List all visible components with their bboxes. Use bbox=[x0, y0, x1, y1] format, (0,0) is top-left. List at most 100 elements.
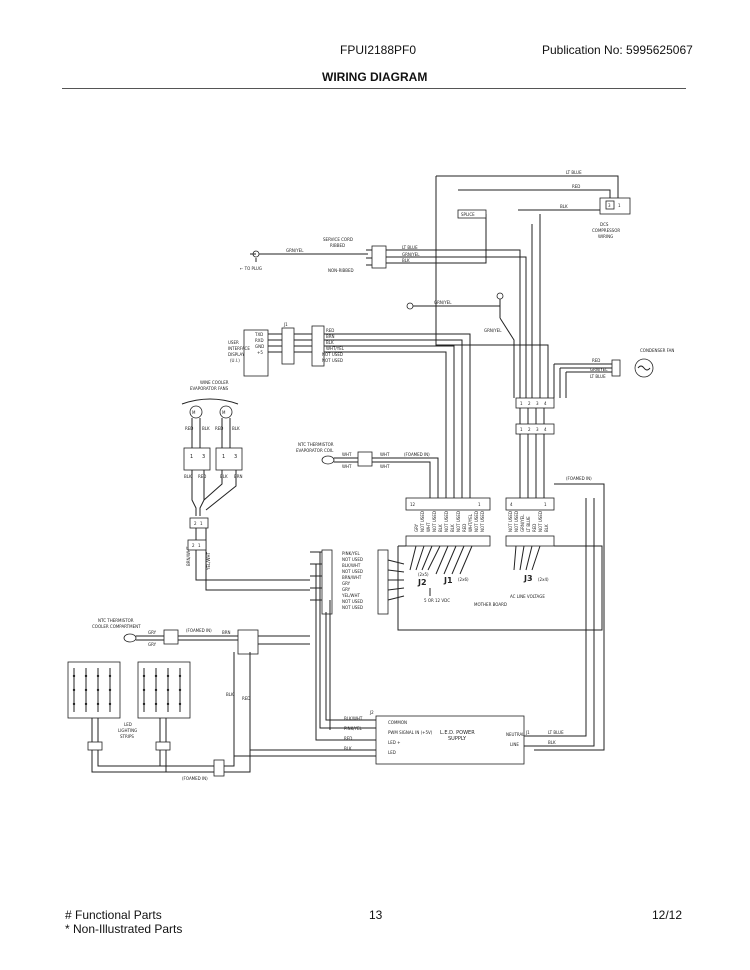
svg-text:WHT/YEL: WHT/YEL bbox=[468, 513, 473, 532]
cooler-gry-2: GRY bbox=[148, 642, 157, 647]
led-strips-line-1: LED bbox=[124, 722, 132, 727]
ui-pin-txd: TXD bbox=[254, 332, 263, 337]
svg-text:1: 1 bbox=[544, 502, 547, 507]
led-j2-label: J2 bbox=[369, 710, 374, 715]
evap-wht-3: WHT bbox=[380, 452, 390, 457]
svg-text:NOT USED: NOT USED bbox=[480, 511, 485, 532]
led-strips: LED LIGHTING STRIPS BLK RED (FOAMED IN) bbox=[67, 652, 251, 781]
svg-text:GRN/YEL: GRN/YEL bbox=[590, 367, 608, 372]
ui-wire-notused1: NOT USED bbox=[322, 352, 343, 357]
j2-pin-1: PINK/YEL bbox=[342, 551, 361, 556]
fan-wire-blk-1: BLK bbox=[202, 426, 210, 431]
j1-label: J1 bbox=[443, 576, 453, 585]
svg-text:GRN/YEL: GRN/YEL bbox=[520, 514, 525, 532]
lt-blue-label: LT BLUE bbox=[566, 170, 582, 175]
svg-text:4: 4 bbox=[510, 502, 513, 507]
svg-text:3: 3 bbox=[536, 427, 539, 432]
svg-text:NOT USED: NOT USED bbox=[514, 511, 519, 532]
svg-text:3: 3 bbox=[202, 454, 205, 460]
svg-text:BRN: BRN bbox=[234, 474, 243, 479]
ui-label-4: (U.I.) bbox=[230, 358, 240, 363]
evap-wht-4: WHT bbox=[380, 464, 390, 469]
svg-text:1: 1 bbox=[520, 427, 523, 432]
svg-text:M: M bbox=[192, 410, 196, 415]
svg-text:GRY: GRY bbox=[414, 523, 419, 532]
ntc-cooler-line-1: NTC THERMISTOR bbox=[98, 618, 134, 623]
svg-text:BLK: BLK bbox=[220, 474, 228, 479]
svg-text:RED: RED bbox=[462, 524, 467, 532]
svg-text:3: 3 bbox=[536, 401, 539, 406]
led-j1-label: J1 bbox=[525, 730, 530, 735]
ui-pin-5v: +5 bbox=[257, 350, 263, 355]
led-pin-led: LED bbox=[388, 750, 396, 755]
svg-text:RED: RED bbox=[592, 358, 600, 363]
ui-pin-rxd: RXD bbox=[255, 338, 264, 343]
ui-j1-label: J1 bbox=[283, 322, 288, 327]
dcs-line-2: COMPRESSOR bbox=[592, 228, 620, 233]
wine-fans-line-2: EVAPORATOR FANS bbox=[190, 386, 229, 391]
to-plug-label: ← TO PLUG bbox=[240, 266, 262, 271]
svg-text:1: 1 bbox=[520, 401, 523, 406]
j2-pin-10: NOT USED bbox=[342, 605, 363, 610]
j1-size: (2x6) bbox=[458, 577, 469, 582]
wine-cooler-fans: WINE COOLER EVAPORATOR FANS M M RED BLK … bbox=[181, 380, 243, 529]
svg-text:LT BLUE: LT BLUE bbox=[402, 245, 418, 250]
led-wire-blkwht: BLK/WHT bbox=[344, 716, 363, 721]
j2-pin-2: NOT USED bbox=[342, 557, 363, 562]
cord-grn-yel: GRN/YEL bbox=[286, 248, 304, 253]
svg-text:RED: RED bbox=[242, 696, 250, 701]
led-wire-blk: BLK bbox=[344, 746, 352, 751]
non-ribbed-label: NON-RIBBED bbox=[328, 268, 354, 273]
mb-foamed-in: (FOAMED IN) bbox=[566, 476, 592, 481]
svg-text:NOT USED: NOT USED bbox=[432, 511, 437, 532]
svg-text:BRN/WHT: BRN/WHT bbox=[186, 546, 191, 566]
svg-text:1: 1 bbox=[200, 521, 203, 526]
led-strips-line-2: LIGHTING bbox=[118, 728, 137, 733]
blk-label: BLK bbox=[560, 204, 568, 209]
led-dots bbox=[72, 674, 182, 706]
volts-label: 5 OR 12 VDC bbox=[424, 598, 450, 603]
ui-wire-notused2: NOT USED bbox=[322, 358, 343, 363]
j2-pin-8: YEL/WHT bbox=[341, 593, 361, 598]
j2-pin-7: GRY bbox=[342, 587, 351, 592]
ntc-cooler-line-2: COOLER COMPARTMENT bbox=[92, 624, 141, 629]
j3-label: J3 bbox=[523, 574, 533, 583]
service-cord: GRN/YEL ← TO PLUG SERVICE CORD RIBBED NO… bbox=[240, 236, 527, 398]
ui-label-2: INTERFACE bbox=[228, 346, 250, 351]
svg-text:3: 3 bbox=[234, 454, 237, 460]
svg-text:NOT USED: NOT USED bbox=[508, 511, 513, 532]
j2-pin-9: NOT USED bbox=[342, 599, 363, 604]
svg-text:4: 4 bbox=[544, 427, 547, 432]
page-number: 13 bbox=[369, 908, 383, 922]
svg-text:1: 1 bbox=[190, 454, 193, 460]
evap-foamed-in: (FOAMED IN) bbox=[404, 452, 430, 457]
svg-text:NOT USED: NOT USED bbox=[474, 511, 479, 532]
condenser-fan-label: CONDENSER FAN bbox=[640, 348, 674, 353]
ui-pin-gnd: GND bbox=[255, 344, 264, 349]
svg-text:2: 2 bbox=[528, 427, 531, 432]
dcs-compressor-connector: 3 1 DCS COMPRESSOR WIRING bbox=[592, 197, 631, 239]
led-pin-ledplus: LED + bbox=[388, 740, 400, 745]
evap-wht-2: WHT bbox=[342, 464, 352, 469]
dcs-line-1: DCS bbox=[600, 222, 609, 227]
svg-text:LT BLUE: LT BLUE bbox=[590, 374, 606, 379]
user-interface-display: USER INTERFACE DISPLAY (U.I.) TXD RXD GN… bbox=[228, 322, 471, 498]
ui-label-1: USER bbox=[228, 340, 239, 345]
ui-label-3: DISPLAY bbox=[228, 352, 245, 357]
cooler-foamed-in: (FOAMED IN) bbox=[186, 628, 212, 633]
led-foamed-in: (FOAMED IN) bbox=[182, 776, 208, 781]
ui-wire-red: RED bbox=[326, 328, 334, 333]
page-of: 12/12 bbox=[652, 908, 683, 922]
svg-text:2: 2 bbox=[192, 543, 195, 548]
j2-pin-6: GRY bbox=[342, 581, 351, 586]
svg-text:1: 1 bbox=[222, 454, 225, 460]
header-divider bbox=[62, 88, 686, 89]
svg-text:NOT USED: NOT USED bbox=[420, 511, 425, 532]
j2-label: J2 bbox=[417, 578, 427, 587]
led-supply-line-2: SUPPLY bbox=[448, 736, 467, 742]
led-wire-pinkyel: PINK/YEL bbox=[344, 726, 363, 731]
led-pin-common: COMMON bbox=[388, 720, 407, 725]
svg-text:1: 1 bbox=[198, 543, 201, 548]
